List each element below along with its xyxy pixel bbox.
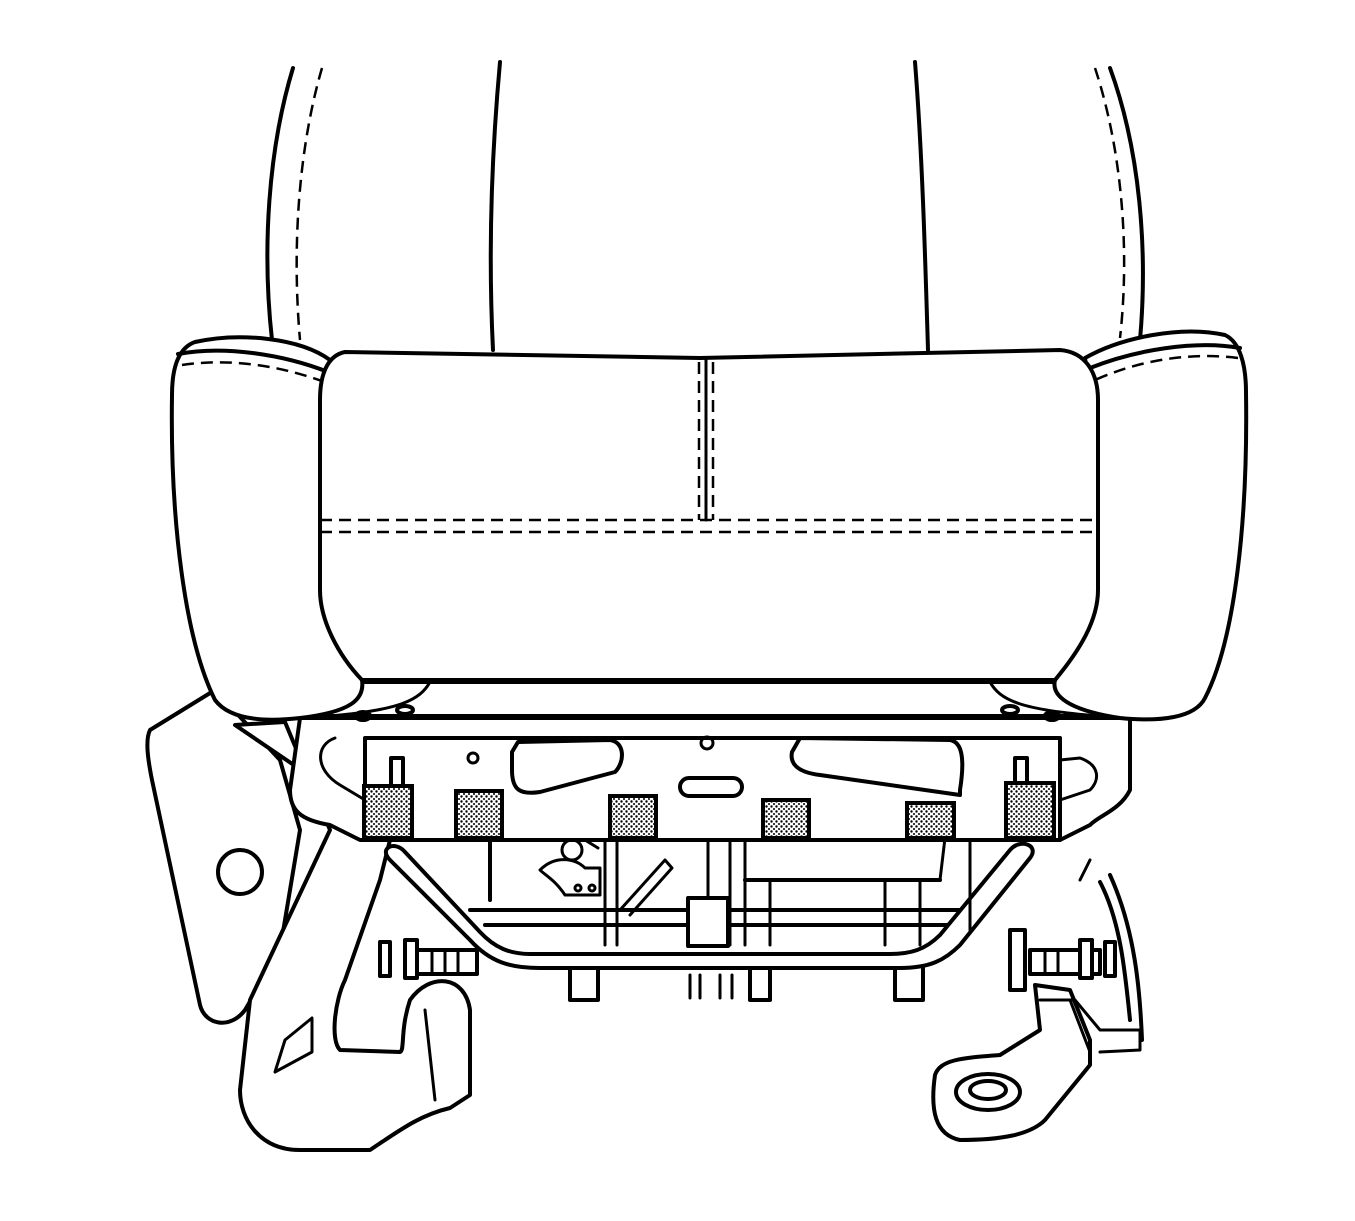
- highlighted-pads: [362, 781, 1056, 840]
- cushion-lip: [298, 680, 1127, 722]
- pad-5: [905, 801, 956, 840]
- pan-stud-left: [389, 756, 405, 788]
- right-bracket: [931, 858, 1144, 1142]
- pad-3: [608, 794, 658, 840]
- frame-foot: [893, 963, 925, 1002]
- anchor-hole-outer: [954, 1072, 1022, 1112]
- seat-cushion: [318, 348, 1100, 682]
- left-bracket: [145, 688, 472, 1152]
- frame-foot: [748, 963, 772, 1002]
- cross-tube: [383, 841, 1035, 970]
- pad-6: [1004, 781, 1056, 840]
- pan-cutout-left: [510, 738, 624, 795]
- right-adjuster-bolt: [1008, 928, 1117, 992]
- pad-4: [761, 798, 811, 840]
- anchor-hole-inner: [968, 1079, 1008, 1101]
- seat-back: [265, 60, 1145, 352]
- left-adjuster-bolt: [378, 938, 479, 980]
- pad-2: [454, 789, 504, 840]
- center-mechanism: [488, 836, 972, 948]
- pan-slot: [678, 776, 744, 798]
- pad-1: [362, 784, 414, 840]
- frame-foot: [568, 963, 600, 1002]
- pan-cutout-right: [789, 736, 965, 797]
- right-bolster: [1052, 329, 1249, 722]
- bracket-hole: [216, 848, 264, 896]
